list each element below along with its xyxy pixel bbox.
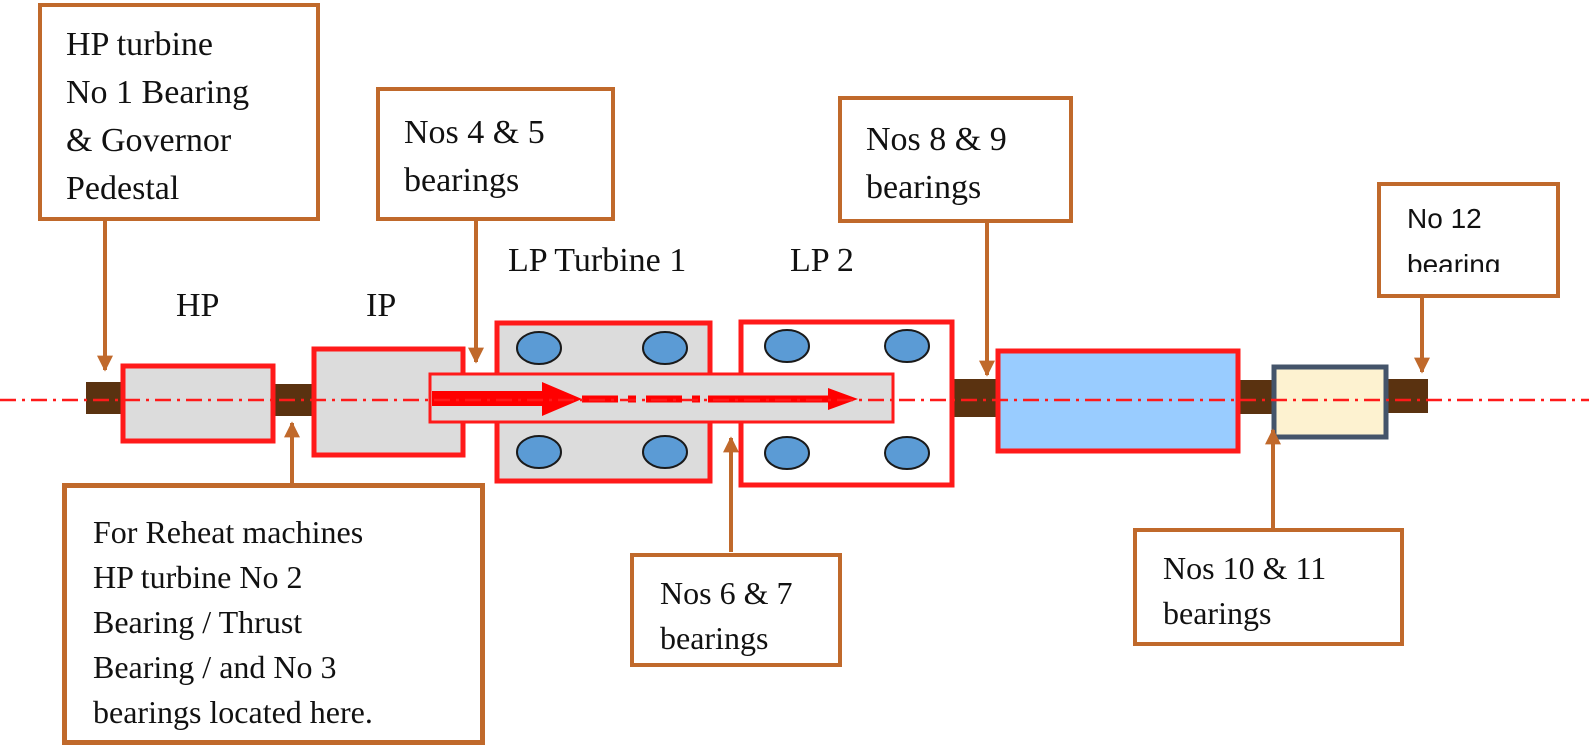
callout-nos-4-5-bearings: Nos 4 & 5 bearings (376, 87, 615, 221)
callout-line: HP turbine (66, 26, 214, 63)
callout-reheat-bearings: For Reheat machines HP turbine No 2 Bear… (62, 483, 485, 745)
lp-2-label: LP 2 (790, 242, 854, 279)
shaft-segment (1386, 379, 1428, 413)
lp-turbine-1-label: LP Turbine 1 (508, 242, 687, 279)
callout-line: bearings (1163, 595, 1272, 631)
callout-line: bearings (404, 162, 520, 199)
hp-casing (120, 363, 276, 444)
callout-line: & Governor (66, 122, 232, 159)
ip-label: IP (366, 287, 397, 324)
callout-line: Nos 6 & 7 (660, 575, 793, 611)
callout-no-12-bearing: No 12 bearing (1377, 182, 1560, 298)
shaft-segment (1238, 380, 1274, 414)
exciter (1271, 364, 1389, 440)
blade-dot (884, 436, 930, 470)
callout-nos-6-7-bearings: Nos 6 & 7 bearings (630, 553, 842, 667)
callout-line: For Reheat machines (93, 514, 364, 550)
callout-line: Bearing / Thrust (93, 604, 303, 640)
blade-dot (642, 331, 688, 365)
callout-hp-no1-bearing: HP turbine No 1 Bearing & Governor Pedes… (38, 3, 320, 221)
lp-blade-dots (516, 329, 930, 470)
callout-line: Pedestal (66, 170, 180, 207)
blade-dot (516, 435, 562, 469)
callout-line: bearings (660, 620, 769, 656)
callout-nos-8-9-bearings: Nos 8 & 9 bearings (838, 96, 1073, 223)
callout-line: No 1 Bearing (66, 74, 250, 111)
callout-line: bearings (866, 169, 982, 206)
callout-line: Nos 8 & 9 (866, 121, 1007, 158)
callout-line: Bearing / and No 3 (93, 649, 337, 685)
callout-nos-10-11-bearings: Nos 10 & 11 bearings (1133, 528, 1404, 646)
blade-dot (642, 435, 688, 469)
callout-line: Nos 4 & 5 (404, 114, 545, 151)
shaft-segment (86, 382, 124, 414)
callout-line: No 12 (1407, 203, 1482, 234)
callout-line: bearings located here. (93, 694, 373, 730)
callout-line: HP turbine No 2 (93, 559, 303, 595)
blade-dot (764, 436, 810, 470)
callout-line: Nos 10 & 11 (1163, 550, 1327, 586)
blade-dot (884, 329, 930, 363)
blade-dot (764, 329, 810, 363)
hp-label: HP (176, 287, 220, 324)
callout-line: bearing (1407, 249, 1501, 272)
blade-dot (516, 331, 562, 365)
shaft-segment (951, 379, 999, 417)
